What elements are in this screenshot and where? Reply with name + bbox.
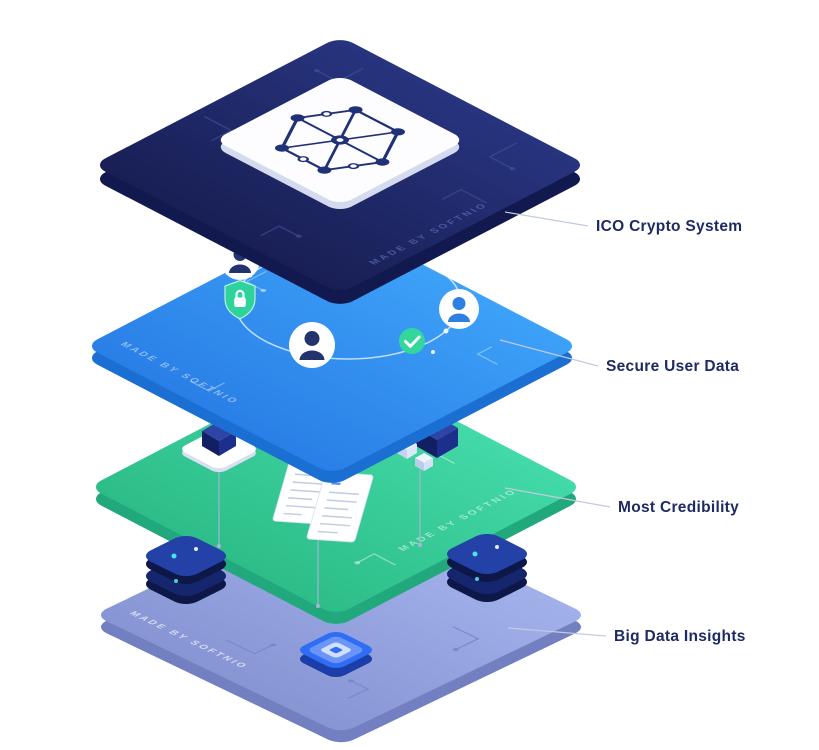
shield-lock-icon: [224, 279, 256, 320]
layer-ico-crypto-system: MADE BY SOFTNIO: [99, 40, 581, 304]
big-data-content: [145, 533, 528, 678]
server-stack-icon: [446, 533, 528, 603]
layer-label-ico-crypto-system: ICO Crypto System: [596, 218, 742, 235]
layer-label-big-data-insights: Big Data Insights: [614, 628, 746, 645]
layer-connector-lines: [217, 467, 422, 608]
user-avatar-icon: [289, 322, 335, 368]
leader-line: [499, 339, 599, 367]
leader-line: [504, 211, 589, 227]
check-icon: [399, 328, 435, 354]
cube-icon: [415, 453, 433, 471]
layer-label-secure-user-data: Secure User Data: [606, 358, 739, 375]
layer-label-most-credibility: Most Credibility: [618, 499, 739, 516]
leader-line: [507, 627, 607, 637]
crypto-card: [220, 77, 460, 210]
leader-line: [504, 487, 611, 508]
blockchain-network-icon: [275, 106, 405, 174]
document-icon: [306, 471, 374, 543]
user-avatar-icon: [439, 289, 479, 329]
server-stack-icon: [145, 535, 227, 605]
secure-content: [220, 240, 479, 368]
chip-icon: [299, 631, 373, 678]
circuit-trace: [189, 270, 499, 392]
layer-secure-user-data: MADE BY SOFTNIO: [91, 221, 573, 483]
layer-callouts: ICO Crypto System Secure User Data Most …: [499, 211, 746, 645]
